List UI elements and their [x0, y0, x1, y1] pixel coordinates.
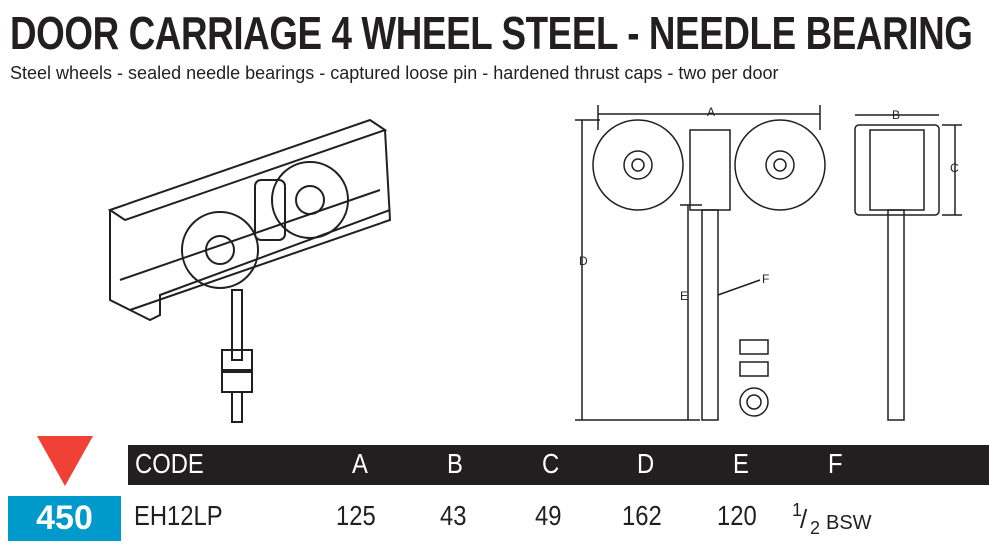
label-e: E	[680, 289, 688, 303]
cell-d: 162	[622, 500, 662, 531]
product-number-badge: 450	[8, 496, 121, 541]
label-b: B	[892, 108, 900, 122]
label-d: D	[579, 254, 588, 268]
col-header-code: CODE	[135, 448, 204, 479]
product-illustration	[107, 118, 392, 423]
col-header-d: D	[637, 448, 655, 479]
cell-f-unit: BSW	[826, 512, 872, 534]
cell-f-numerator: 1	[792, 500, 803, 520]
dimension-drawing: A D E F B C	[575, 105, 962, 421]
cell-f-denominator: 2	[810, 518, 821, 538]
pointer-triangle	[37, 436, 93, 486]
col-header-e: E	[733, 448, 749, 479]
label-a: A	[707, 105, 715, 119]
col-header-b: B	[447, 448, 463, 479]
cell-b: 43	[440, 500, 467, 531]
cell-f-slash: /	[800, 504, 808, 534]
cell-a: 125	[336, 500, 376, 531]
label-f: F	[762, 272, 769, 286]
col-header-c: C	[542, 448, 560, 479]
page-title: DOOR CARRIAGE 4 WHEEL STEEL - NEEDLE BEA…	[10, 7, 973, 59]
cell-e: 120	[717, 500, 757, 531]
subtitle: Steel wheels - sealed needle bearings - …	[10, 63, 779, 83]
cell-code: EH12LP	[134, 500, 223, 531]
table-header	[128, 445, 989, 485]
cell-c: 49	[535, 500, 562, 531]
label-c: C	[950, 161, 959, 175]
col-header-a: A	[352, 448, 368, 479]
col-header-f: F	[828, 448, 843, 479]
